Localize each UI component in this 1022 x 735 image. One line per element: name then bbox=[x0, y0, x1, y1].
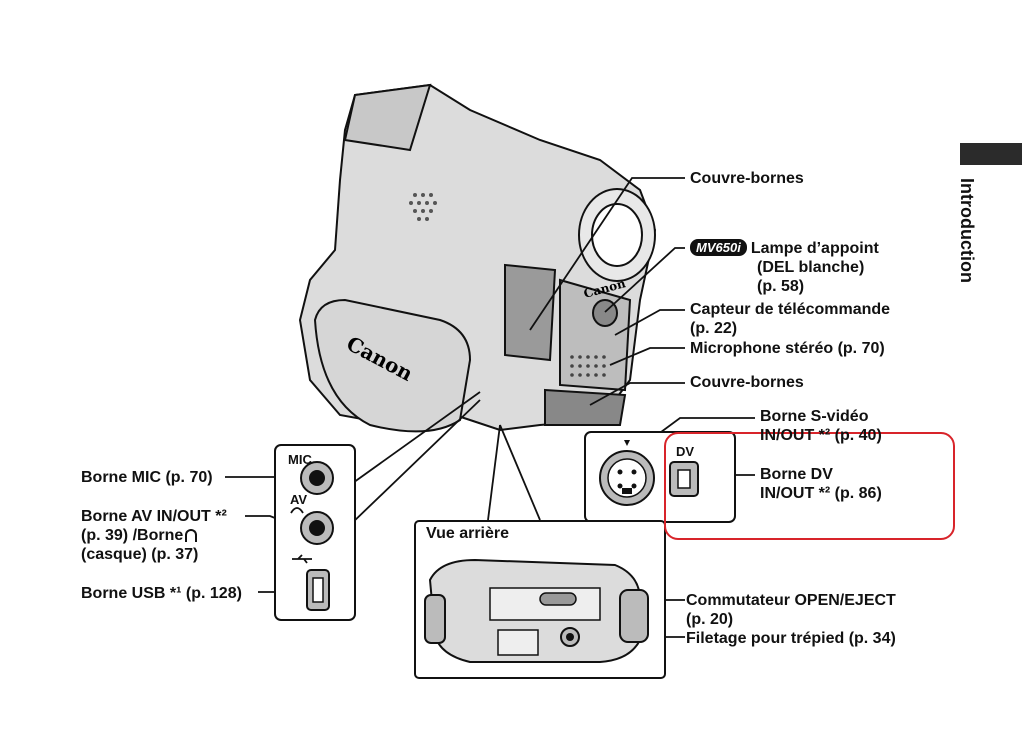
label-couvre-bornes-bottom: Couvre-bornes bbox=[690, 374, 804, 391]
label-svideo-line2: IN/OUT *² (p. 40) bbox=[760, 427, 882, 444]
label-usb: Borne USB *¹ (p. 128) bbox=[81, 585, 242, 602]
label-commutateur: Commutateur OPEN/EJECT bbox=[686, 592, 896, 609]
tag-mic: MIC bbox=[288, 452, 312, 467]
label-couvre-bornes-top: Couvre-bornes bbox=[690, 170, 804, 187]
label-dv: Borne DV bbox=[760, 466, 833, 483]
headphone-icon bbox=[290, 507, 304, 514]
section-tab bbox=[960, 143, 1022, 165]
label-dv-line2: IN/OUT *² (p. 86) bbox=[760, 485, 882, 502]
section-title: Introduction bbox=[957, 178, 977, 283]
mic-grille bbox=[570, 355, 606, 377]
speaker-grille bbox=[409, 193, 437, 221]
label-av: Borne AV IN/OUT *² bbox=[81, 508, 227, 525]
label-vue-arriere: Vue arrière bbox=[426, 525, 510, 542]
highlight-box bbox=[664, 432, 955, 540]
label-av-line3: (casque) (p. 37) bbox=[81, 546, 199, 563]
label-lampe-line2: (DEL blanche) bbox=[757, 259, 865, 276]
label-mic: Borne MIC (p. 70) bbox=[81, 469, 213, 486]
label-filetage: Filetage pour trépied (p. 34) bbox=[686, 630, 896, 647]
tag-dv: DV bbox=[676, 444, 695, 459]
label-svideo: Borne S-vidéo bbox=[760, 408, 869, 425]
label-av-line2: (p. 39) /Borne bbox=[81, 526, 198, 545]
model-badge: MV650i bbox=[690, 239, 747, 256]
label-commutateur-page: (p. 20) bbox=[686, 611, 734, 628]
headphone-icon bbox=[185, 529, 198, 542]
open-eject-switch bbox=[539, 592, 577, 606]
label-capteur: Capteur de télécommande bbox=[690, 301, 891, 318]
label-microphone: Microphone stéréo (p. 70) bbox=[690, 340, 885, 357]
label-lampe-line3: (p. 58) bbox=[757, 278, 805, 295]
side-port-panel bbox=[274, 444, 356, 621]
label-capteur-page: (p. 22) bbox=[690, 320, 738, 337]
grip-strap bbox=[313, 298, 472, 433]
usb-icon bbox=[292, 554, 312, 564]
tag-av: AV bbox=[290, 492, 308, 507]
rear-view-panel bbox=[414, 520, 666, 679]
connector-panel bbox=[584, 431, 736, 523]
